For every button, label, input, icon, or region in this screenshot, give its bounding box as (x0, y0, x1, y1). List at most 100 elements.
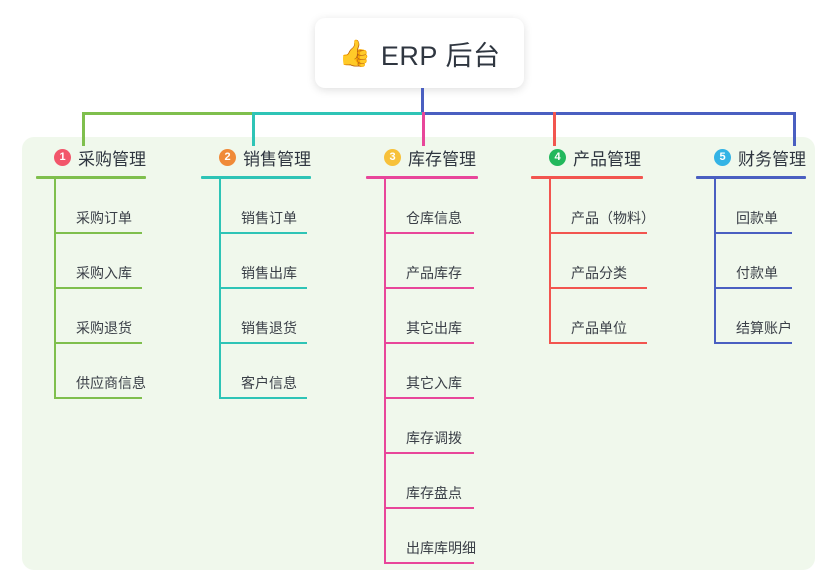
list-item[interactable]: 销售出库 (219, 234, 311, 289)
list-item-rule (549, 232, 647, 234)
column-items-2: 销售订单销售出库销售退货客户信息 (219, 179, 311, 399)
column-5: 5 财务管理回款单付款单结算账户 (696, 145, 806, 344)
list-item[interactable]: 采购订单 (54, 179, 152, 234)
column-spine-4 (549, 179, 551, 344)
list-item-rule (219, 342, 307, 344)
list-item[interactable]: 产品（物料） (549, 179, 661, 234)
list-item-label: 库存盘点 (406, 485, 462, 501)
column-title-5: 财务管理 (738, 149, 806, 169)
list-item-label: 回款单 (736, 210, 778, 226)
list-item-label: 付款单 (736, 265, 778, 281)
list-item[interactable]: 库存调拨 (384, 399, 482, 454)
column-title-4: 产品管理 (573, 149, 641, 169)
column-header-5[interactable]: 5 财务管理 (696, 145, 806, 169)
list-item-rule (219, 397, 307, 399)
list-item-label: 结算账户 (736, 320, 792, 336)
column-title-2: 销售管理 (243, 149, 311, 169)
list-item-label: 采购退货 (76, 320, 132, 336)
list-item-rule (714, 342, 792, 344)
list-item-label: 仓库信息 (406, 210, 462, 226)
column-items-5: 回款单付款单结算账户 (714, 179, 806, 344)
list-item-label: 出库库明细 (406, 540, 476, 556)
list-item-label: 销售出库 (241, 265, 297, 281)
column-spine-1 (54, 179, 56, 399)
list-item-rule (714, 287, 792, 289)
list-item[interactable]: 结算账户 (714, 289, 806, 344)
list-item[interactable]: 销售退货 (219, 289, 311, 344)
thumbs-up-icon: 👍 (338, 38, 371, 68)
list-item-rule (219, 232, 307, 234)
column-header-rule-5 (696, 176, 806, 179)
column-badge-5: 5 (714, 148, 731, 166)
drop-connector-2 (252, 112, 255, 146)
list-item-rule (384, 232, 474, 234)
list-item-label: 其它入库 (406, 375, 462, 391)
list-item-rule (54, 397, 142, 399)
column-title-3: 库存管理 (408, 149, 476, 169)
list-item[interactable]: 采购入库 (54, 234, 152, 289)
list-item-rule (714, 232, 792, 234)
list-item-label: 客户信息 (241, 375, 297, 391)
list-item-rule (549, 342, 647, 344)
column-header-2[interactable]: 2 销售管理 (201, 145, 311, 169)
column-items-4: 产品（物料） 产品分类产品单位 (549, 179, 661, 344)
root-stem-connector (421, 88, 424, 114)
list-item[interactable]: 产品单位 (549, 289, 661, 344)
list-item-rule (384, 342, 474, 344)
list-item-label: 采购订单 (76, 210, 132, 226)
list-item-rule (54, 342, 142, 344)
list-item[interactable]: 仓库信息 (384, 179, 482, 234)
column-4: 4 产品管理产品（物料） 产品分类产品单位 (531, 145, 661, 344)
list-item-rule (384, 452, 474, 454)
column-items-1: 采购订单采购入库采购退货供应商信息 (54, 179, 152, 399)
column-items-3: 仓库信息产品库存其它出库其它入库库存调拨库存盘点出库库明细 (384, 179, 482, 564)
list-item-label: 库存调拨 (406, 430, 462, 446)
list-item-rule (549, 287, 647, 289)
bus-segment-3 (422, 112, 794, 115)
list-item-label: 采购入库 (76, 265, 132, 281)
list-item[interactable]: 其它出库 (384, 289, 482, 344)
list-item[interactable]: 客户信息 (219, 344, 311, 399)
column-header-4[interactable]: 4 产品管理 (531, 145, 661, 169)
column-badge-4: 4 (549, 148, 566, 166)
list-item[interactable]: 付款单 (714, 234, 806, 289)
column-title-1: 采购管理 (78, 149, 146, 169)
list-item-label: 产品库存 (406, 265, 462, 281)
list-item[interactable]: 产品库存 (384, 234, 482, 289)
list-item[interactable]: 供应商信息 (54, 344, 152, 399)
list-item-rule (384, 562, 474, 564)
drop-connector-1 (82, 112, 85, 146)
list-item-label: 销售退货 (241, 320, 297, 336)
column-badge-2: 2 (219, 148, 236, 166)
drop-connector-3 (422, 112, 425, 146)
column-2: 2 销售管理销售订单销售出库销售退货客户信息 (201, 145, 311, 399)
column-header-rule-4 (531, 176, 643, 179)
root-node-card[interactable]: 👍 ERP 后台 (315, 18, 524, 88)
list-item-label: 供应商信息 (76, 375, 146, 391)
list-item[interactable]: 回款单 (714, 179, 806, 234)
list-item[interactable]: 产品分类 (549, 234, 661, 289)
list-item-rule (384, 397, 474, 399)
column-header-rule-2 (201, 176, 311, 179)
list-item-rule (384, 287, 474, 289)
list-item-rule (384, 507, 474, 509)
list-item-label: 销售订单 (241, 210, 297, 226)
root-node-title: ERP 后台 (380, 40, 501, 71)
column-header-rule-3 (366, 176, 478, 179)
list-item[interactable]: 销售订单 (219, 179, 311, 234)
list-item[interactable]: 其它入库 (384, 344, 482, 399)
drop-connector-4 (553, 112, 556, 146)
drop-connector-5 (793, 112, 796, 146)
bus-segment-1 (82, 112, 252, 115)
list-item[interactable]: 采购退货 (54, 289, 152, 344)
list-item[interactable]: 库存盘点 (384, 454, 482, 509)
column-spine-3 (384, 179, 386, 564)
list-item-label: 产品分类 (571, 265, 627, 281)
list-item[interactable]: 出库库明细 (384, 509, 482, 564)
list-item-label: 产品单位 (571, 320, 627, 336)
